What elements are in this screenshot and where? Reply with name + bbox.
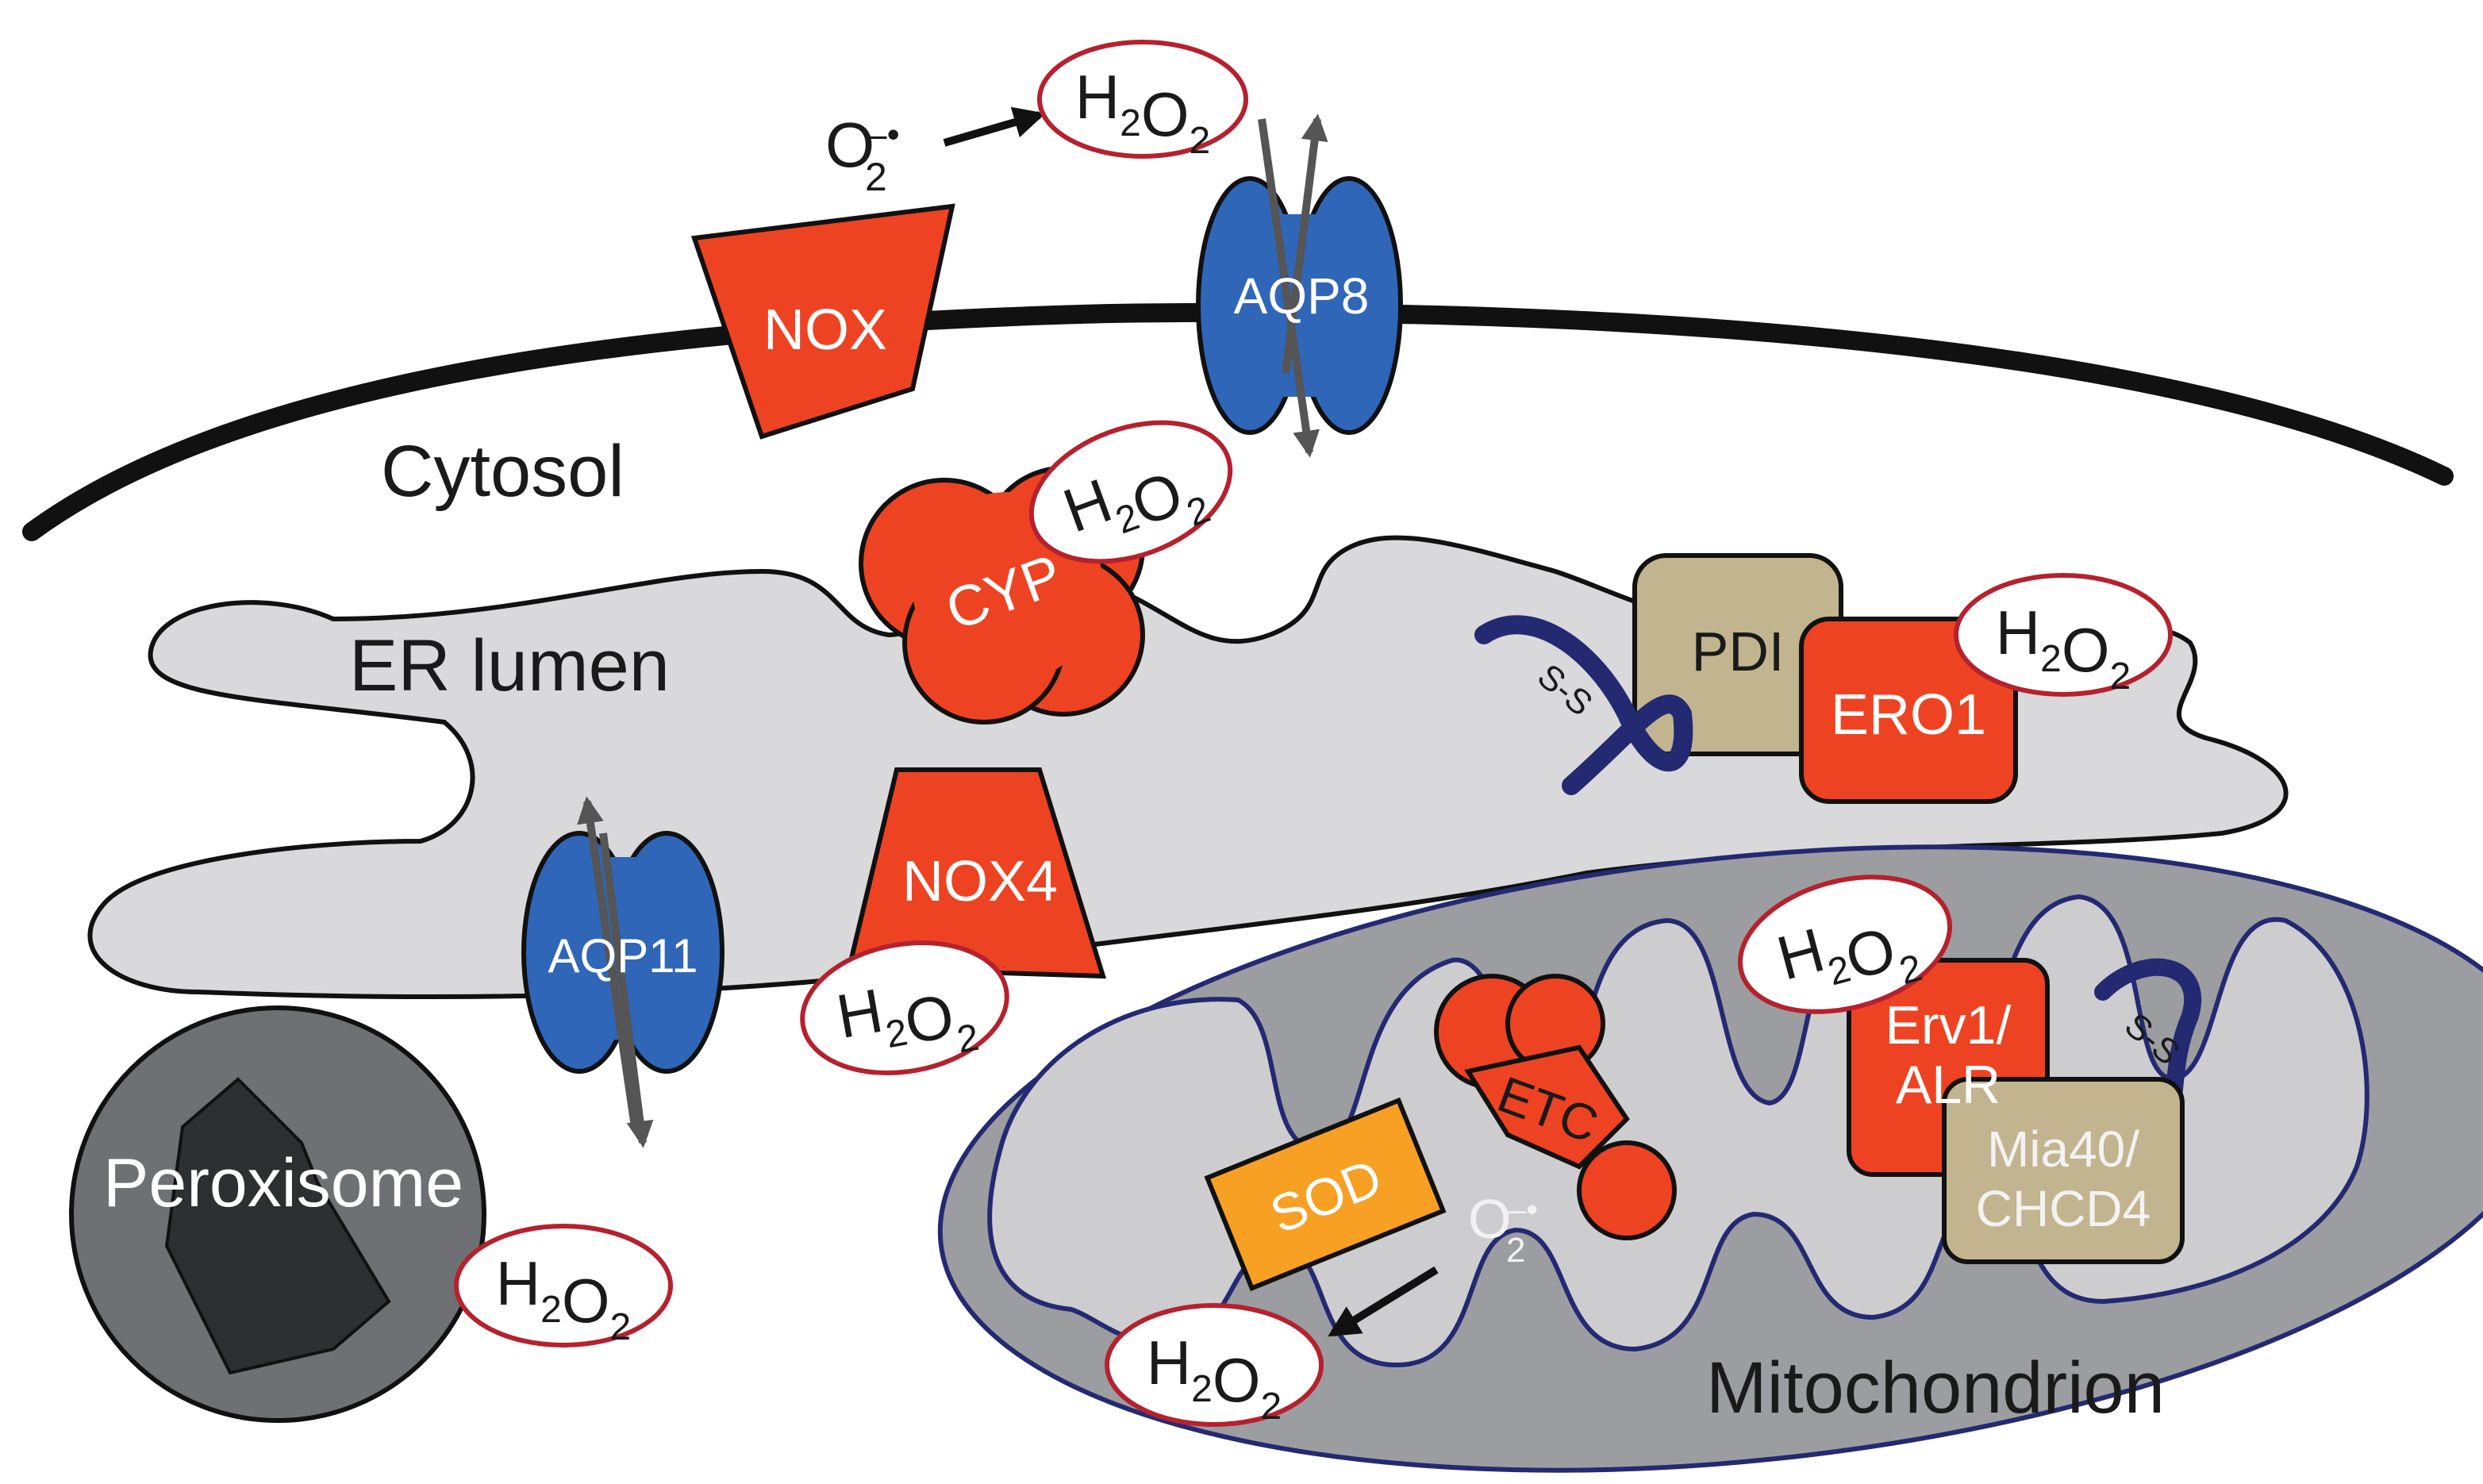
plasma-membrane xyxy=(22,302,2454,541)
sod-enzyme xyxy=(1204,1097,1447,1292)
svg-text:O: O xyxy=(1468,1188,1511,1250)
cytosol-label: Cytosol xyxy=(381,431,625,512)
h2o2-oval-sod: H2O2 xyxy=(1105,1303,1324,1428)
etc-complex xyxy=(1434,974,1677,1240)
nox-label: NOX xyxy=(763,298,887,362)
mitochondrion-label: Mitochondrion xyxy=(1706,1348,2165,1428)
superoxide-nox: O 2 –• xyxy=(825,110,900,199)
svg-text:–•: –• xyxy=(867,113,900,155)
h2o2-oval-cyp: H2O2 xyxy=(1028,420,1233,564)
h2o2-oval-ero1: H2O2 xyxy=(1954,573,2173,698)
svg-text:–•: –• xyxy=(1508,1190,1538,1228)
h2o2-text: H2O2 xyxy=(496,1248,631,1348)
h2o2-oval-peroxisome: H2O2 xyxy=(454,1224,673,1348)
h2o2-text: H2O2 xyxy=(1996,598,2131,698)
h2o2-text: H2O2 xyxy=(832,959,982,1082)
aqp8-label: AQP8 xyxy=(1234,267,1370,325)
svg-text:2: 2 xyxy=(1506,1231,1525,1270)
erv1-label-line1: Erv1/ xyxy=(1885,995,2012,1055)
h2o2-text: H2O2 xyxy=(1147,1328,1282,1428)
nox-enzyme xyxy=(690,203,955,440)
ero1-label: ERO1 xyxy=(1831,683,1986,747)
svg-text:2: 2 xyxy=(865,155,887,199)
er-lumen-label: ER lumen xyxy=(349,625,670,706)
peroxisome-label: Peroxisome xyxy=(103,1145,463,1221)
superoxide-etc: O 2 –• xyxy=(1468,1188,1538,1270)
mia40-label-line1: Mia40/ xyxy=(1987,1121,2139,1178)
peroxisome-crystal-core xyxy=(164,1077,391,1375)
aqp11-channel xyxy=(521,796,725,1148)
sod-conversion-arrow xyxy=(1328,1266,1439,1337)
mia40-label-line2: CHCD4 xyxy=(1976,1180,2151,1237)
h2o2-oval-mito: H2O2 xyxy=(1737,875,1953,1014)
mia40-chcd4-enzyme xyxy=(1942,1077,2185,1264)
nox4-label: NOX4 xyxy=(902,850,1058,913)
h2o2-oval-top: H2O2 xyxy=(1037,40,1248,162)
aqp8-channel xyxy=(1196,113,1403,458)
h2o2-text: H2O2 xyxy=(1075,62,1210,162)
erv1-label-line2: ALR xyxy=(1896,1055,2001,1115)
nox4-enzyme xyxy=(846,767,1107,979)
er-substrate-strand xyxy=(1474,615,1693,795)
pdi-label: PDI xyxy=(1692,621,1785,682)
aqp11-label: AQP11 xyxy=(548,929,698,982)
h2o2-oval-nox4: H2O2 xyxy=(800,940,1009,1082)
ero1-enzyme xyxy=(1799,617,2018,804)
svg-text:O: O xyxy=(825,110,874,180)
nox-superoxide-arrow xyxy=(943,106,1046,147)
